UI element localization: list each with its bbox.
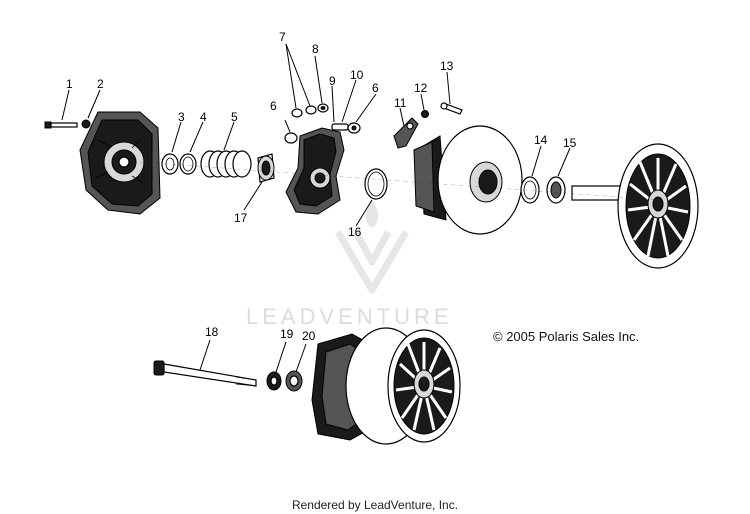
part-weight-11[interactable] bbox=[393, 117, 419, 149]
part-washer-19[interactable] bbox=[266, 371, 282, 391]
leader-lines bbox=[61, 43, 571, 373]
part-spider-cover[interactable] bbox=[79, 111, 161, 215]
callout-3: 3 bbox=[178, 110, 185, 124]
callout-19: 19 bbox=[280, 327, 294, 341]
copyright-text: © 2005 Polaris Sales Inc. bbox=[493, 329, 640, 344]
callout-14: 14 bbox=[534, 133, 548, 147]
callout-labels: 1 2 3 4 5 6 7 8 9 10 6 11 12 13 14 15 16… bbox=[66, 30, 577, 343]
part-long-bolt-18[interactable] bbox=[153, 360, 257, 387]
callout-15: 15 bbox=[563, 136, 577, 150]
callout-7: 7 bbox=[279, 30, 286, 44]
part-roller-7a[interactable] bbox=[291, 108, 303, 118]
part-assembled-clutch[interactable] bbox=[311, 327, 461, 445]
callout-20: 20 bbox=[302, 329, 316, 343]
callout-18: 18 bbox=[205, 325, 219, 339]
part-ring-4[interactable] bbox=[179, 153, 197, 175]
part-roller-7b[interactable] bbox=[305, 105, 317, 115]
part-bushing-15[interactable] bbox=[546, 176, 566, 204]
part-bushing-8[interactable] bbox=[317, 103, 329, 113]
part-fixed-sheave[interactable] bbox=[571, 143, 699, 269]
part-moveable-sheave[interactable] bbox=[413, 125, 523, 235]
callout-10: 10 bbox=[350, 68, 364, 82]
part-washer-3[interactable] bbox=[161, 153, 179, 175]
callout-17: 17 bbox=[234, 211, 248, 225]
callout-13: 13 bbox=[440, 59, 454, 73]
part-pin-10[interactable] bbox=[331, 123, 349, 131]
callout-6-left: 6 bbox=[270, 99, 277, 113]
part-roller-6a[interactable] bbox=[284, 132, 298, 144]
part-bolt-13[interactable] bbox=[440, 102, 463, 115]
callout-4: 4 bbox=[200, 110, 207, 124]
callout-16: 16 bbox=[348, 225, 362, 239]
callout-6-right: 6 bbox=[372, 81, 379, 95]
part-spider-arm[interactable] bbox=[285, 127, 345, 215]
callout-5: 5 bbox=[231, 110, 238, 124]
part-nut[interactable] bbox=[81, 119, 91, 129]
callout-9: 9 bbox=[329, 74, 336, 88]
part-spring[interactable] bbox=[200, 150, 252, 178]
callout-12: 12 bbox=[414, 81, 428, 95]
footer-credit: Rendered by LeadVenture, Inc. bbox=[291, 498, 459, 512]
watermark-text: LEADVENTURE bbox=[246, 304, 453, 329]
callout-8: 8 bbox=[312, 42, 319, 56]
part-bolt[interactable] bbox=[44, 121, 78, 129]
part-bearing-14[interactable] bbox=[520, 176, 540, 204]
part-bushing-20[interactable] bbox=[285, 370, 303, 392]
part-roller-6b[interactable] bbox=[347, 122, 361, 134]
callout-11: 11 bbox=[394, 96, 407, 110]
callout-2: 2 bbox=[97, 77, 104, 91]
callout-1: 1 bbox=[66, 77, 73, 91]
part-o-ring[interactable] bbox=[364, 168, 388, 200]
part-nut-12[interactable] bbox=[421, 110, 429, 118]
part-bushing-17[interactable] bbox=[257, 153, 275, 183]
